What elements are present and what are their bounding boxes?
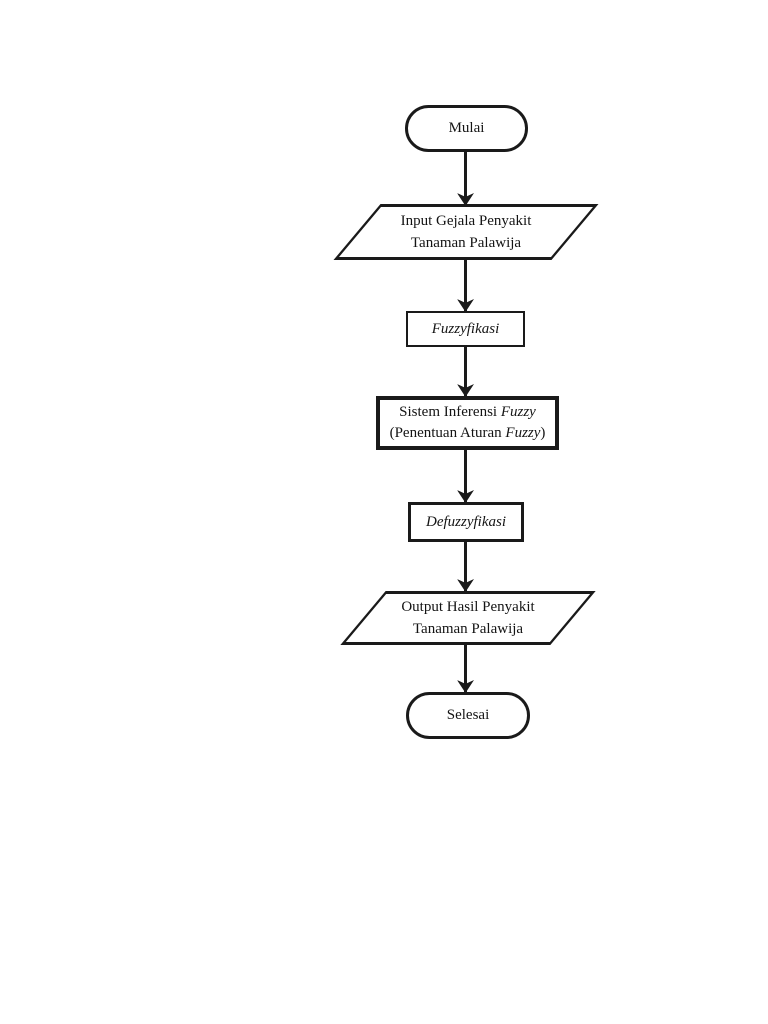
arrow-inference-to-defuzzification: [464, 450, 467, 502]
fuzzification-label: Fuzzyfikasi: [431, 320, 500, 337]
defuzzification-label: Defuzzyfikasi: [426, 513, 506, 530]
arrow-input-to-fuzzification: [464, 260, 467, 311]
output-label-line1: Output Hasil Penyakit: [401, 599, 535, 615]
inference-label-line1: Sistem Inferensi Fuzzy: [399, 404, 536, 420]
input-label: Input Gejala Penyakit Tanaman Palawija: [357, 204, 575, 260]
end-label: Selesai: [446, 707, 490, 723]
arrow-output-to-end: [464, 645, 467, 692]
inference-process: Sistem Inferensi Fuzzy (Penentuan Aturan…: [376, 396, 559, 450]
start-label: Mulai: [448, 120, 485, 136]
output-label: Output Hasil Penyakit Tanaman Palawija: [363, 591, 573, 645]
start-terminator: Mulai: [405, 105, 528, 152]
output-label-line2: Tanaman Palawija: [412, 621, 524, 637]
arrow-start-to-input: [464, 152, 467, 205]
input-label-line1: Input Gejala Penyakit: [400, 213, 532, 229]
input-label-line2: Tanaman Palawija: [410, 235, 522, 251]
arrow-fuzzification-to-inference: [464, 347, 467, 396]
inference-label-line2: (Penentuan Aturan Fuzzy): [389, 425, 546, 441]
defuzzification-process: Defuzzyfikasi: [408, 502, 524, 542]
arrow-defuzzification-to-output: [464, 542, 467, 591]
fuzzification-process: Fuzzyfikasi: [406, 311, 525, 347]
end-terminator: Selesai: [406, 692, 530, 739]
